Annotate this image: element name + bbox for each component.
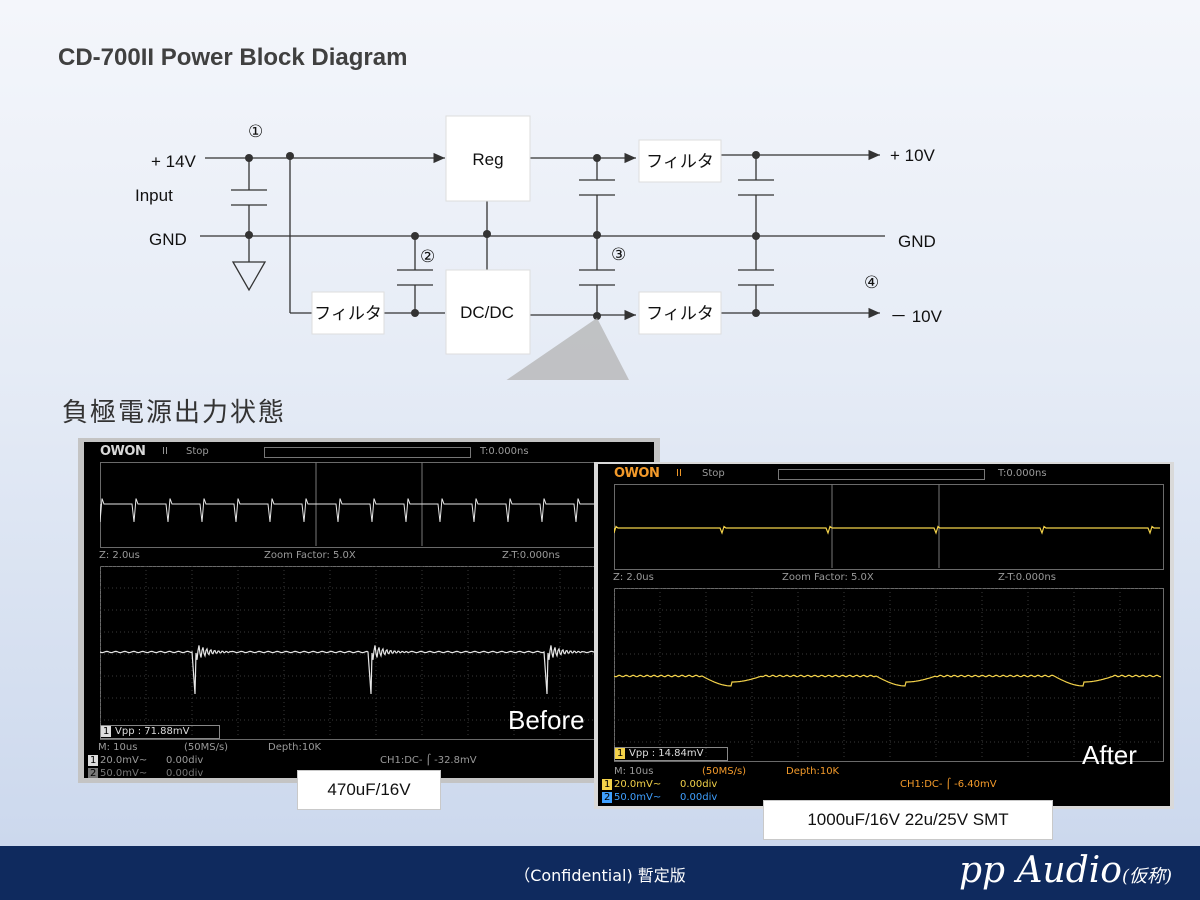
filter-label-in: フィルタ [314, 304, 382, 323]
output-pos-label: + 10V [890, 146, 936, 165]
after-caption: 1000uF/16V 22u/25V SMT [763, 800, 1053, 840]
power-block-schematic: Reg DC/DC フィルタ フィルタ フィルタ + 14V Input GND… [135, 115, 943, 380]
gnd-right-label: GND [898, 232, 936, 251]
marker-1: ① [248, 122, 263, 141]
sample-rate: (50MS/s) [702, 766, 747, 777]
zoom-factor: Zoom Factor: 5.0X [782, 572, 874, 583]
memory-bar [778, 469, 985, 480]
brand-logo: pp Audio(仮称) [959, 850, 1172, 891]
sample-rate: (50MS/s) [184, 742, 229, 753]
zoom-factor: Zoom Factor: 5.0X [264, 550, 356, 561]
zoom-grid [614, 588, 1164, 762]
ch1-scale: 20.0mV~ [100, 755, 148, 766]
scope-logo: OWON [100, 444, 146, 459]
before-caption: 470uF/16V [297, 770, 441, 810]
status-text: Stop [186, 446, 209, 457]
dcdc-label: DC/DC [460, 303, 514, 322]
depth: Depth:10K [268, 742, 322, 753]
ch1-offset: 0.00div [166, 755, 204, 766]
marker-4: ④ [864, 273, 879, 292]
run-state: II [676, 468, 682, 479]
overview-trace [100, 462, 647, 546]
scope-before: OWON II Stop T:0.000ns Z: 2.0us Zoom Fac… [84, 442, 654, 778]
input-voltage-label: + 14V [151, 152, 197, 171]
filter-block-pos [638, 139, 722, 183]
scope-after: OWON II Stop T:0.000ns Z: 2.0us Zoom Fac… [598, 464, 1170, 806]
zoom-time: Z-T:0.000ns [502, 550, 560, 561]
vpp-value: Vpp : 14.84mV [629, 748, 704, 759]
overview-trace [614, 484, 1160, 568]
after-label: After [1082, 740, 1137, 770]
section-heading: 負極電源出力状態 [62, 398, 287, 428]
ch2-scale: 50.0mV~ [614, 792, 662, 803]
input-label: Input [135, 186, 173, 205]
footer-bar: （Confidential) 暫定版 pp Audio(仮称) [0, 846, 1200, 900]
reg-label: Reg [472, 150, 503, 169]
zoom-time: Z-T:0.000ns [998, 572, 1056, 583]
ch1-scale: 20.0mV~ [614, 779, 662, 790]
ch2-scale: 50.0mV~ [100, 768, 148, 778]
before-label: Before [508, 705, 585, 735]
trigger-time: T:0.000ns [998, 468, 1047, 479]
output-neg-label: － 10V [890, 307, 943, 326]
memory-bar [264, 447, 471, 458]
trigger-setting: CH1:DC- ⌠ -6.40mV [900, 779, 997, 790]
zoom-trace [614, 588, 1162, 760]
filter-label-neg: フィルタ [646, 304, 714, 323]
confidential-label: （Confidential) 暫定版 [514, 866, 686, 885]
timebase: M: 10us [614, 766, 654, 777]
vpp-box: 1 Vpp : 71.88mV [100, 725, 220, 739]
vpp-box: 1 Vpp : 14.84mV [614, 747, 728, 761]
timebase: M: 10us [98, 742, 138, 753]
trigger-time: T:0.000ns [480, 446, 529, 457]
ch1-offset: 0.00div [680, 779, 718, 790]
depth: Depth:10K [786, 766, 840, 777]
reg-block [445, 115, 531, 202]
ch2-offset: 0.00div [680, 792, 718, 803]
gnd-left-label: GND [149, 230, 187, 249]
overview-grid [614, 484, 1164, 570]
vpp-value: Vpp : 71.88mV [115, 726, 190, 737]
page-title: CD-700II Power Block Diagram [58, 44, 408, 71]
zoom-left: Z: 2.0us [613, 572, 654, 583]
marker-3: ③ [611, 245, 626, 264]
zoom-left: Z: 2.0us [99, 550, 140, 561]
zoom-trace [100, 566, 648, 738]
callout-wedge [506, 318, 597, 380]
marker-2: ② [420, 247, 435, 266]
filter-block-in [311, 291, 385, 335]
filter-block-neg [638, 291, 722, 335]
dcdc-block [445, 269, 531, 355]
status-text: Stop [702, 468, 725, 479]
ch2-offset: 0.00div [166, 768, 204, 778]
trigger-setting: CH1:DC- ⌠ -32.8mV [380, 755, 477, 766]
scope-logo: OWON [614, 466, 660, 481]
filter-label-pos: フィルタ [646, 152, 714, 171]
run-state: II [162, 446, 168, 457]
